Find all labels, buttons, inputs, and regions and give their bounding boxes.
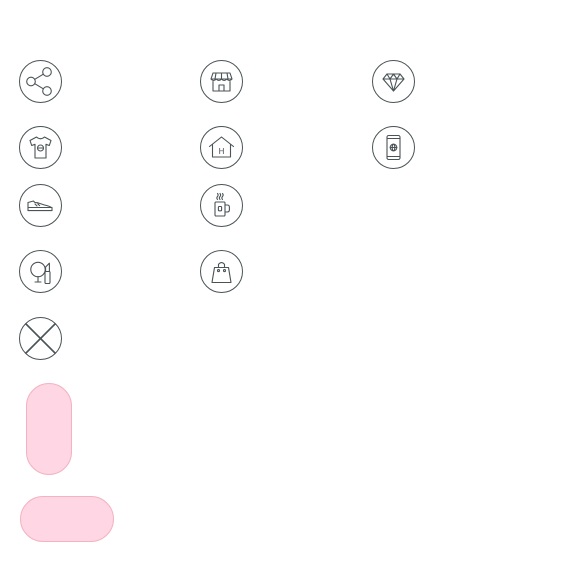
home-icon-letter: H: [218, 147, 224, 156]
store-button[interactable]: [200, 60, 243, 103]
close-button[interactable]: [19, 317, 62, 360]
share-button[interactable]: [19, 60, 62, 103]
horizontal-pill-button[interactable]: [20, 496, 114, 542]
vertical-pill-button[interactable]: [26, 383, 72, 475]
close-icon: [25, 323, 56, 354]
hot-mug-icon: [214, 192, 230, 217]
shopping-bag-icon: [211, 262, 232, 284]
beauty-button[interactable]: [19, 250, 62, 293]
footwear-button[interactable]: [19, 184, 62, 227]
beauty-mirror-lipstick-icon: [30, 261, 51, 285]
diamond-button[interactable]: [372, 60, 415, 103]
sneaker-icon: [27, 200, 53, 212]
share-icon: [26, 67, 52, 96]
electronics-button[interactable]: [372, 126, 415, 169]
hot-drinks-button[interactable]: [200, 184, 243, 227]
home-goods-button[interactable]: H: [200, 126, 243, 169]
home-icon: H: [208, 136, 235, 158]
shopping-bag-button[interactable]: [200, 250, 243, 293]
storefront-icon: [210, 72, 233, 92]
tshirt-icon: [29, 136, 52, 159]
smartphone-globe-icon: [386, 134, 401, 161]
diamond-icon: [382, 73, 405, 92]
apparel-button[interactable]: [19, 126, 62, 169]
